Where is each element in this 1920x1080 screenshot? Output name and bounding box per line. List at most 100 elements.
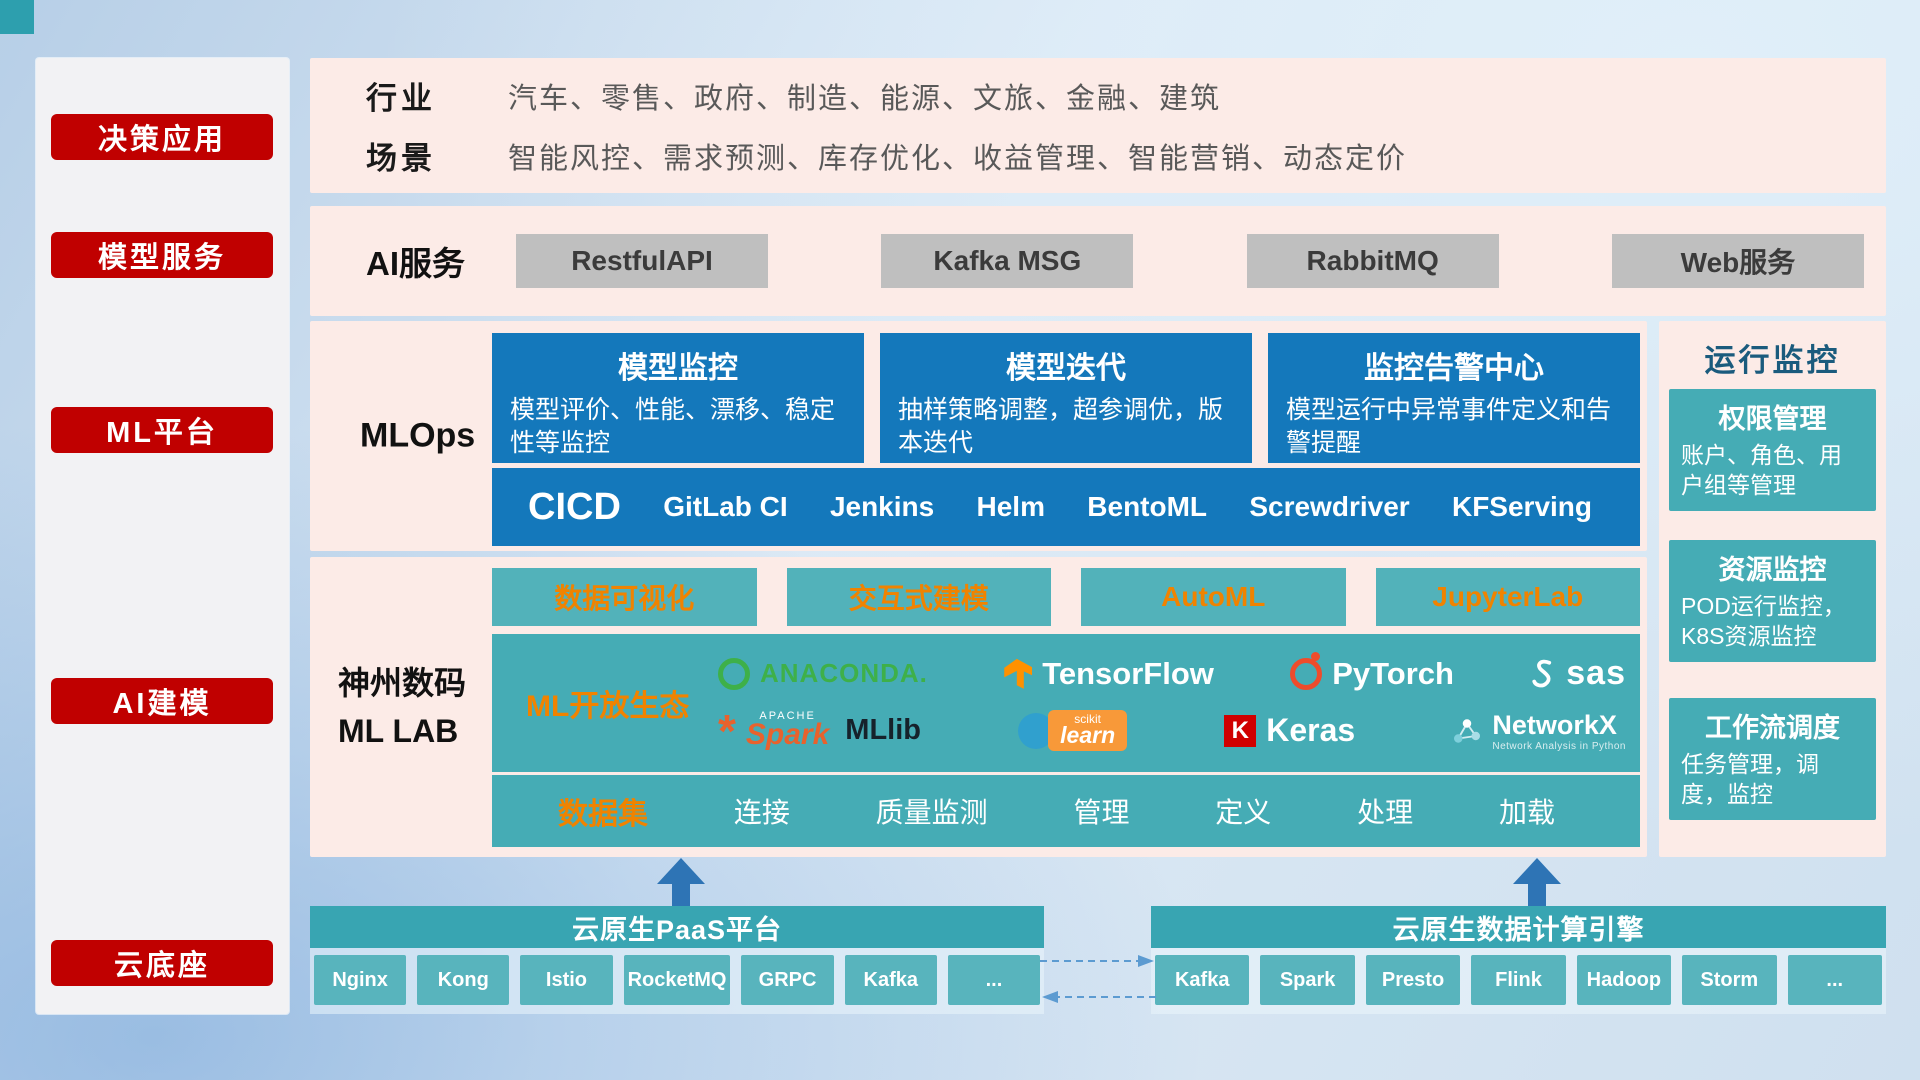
networkx-subtitle: Network Analysis in Python: [1492, 740, 1626, 752]
anaconda-label: ANACONDA.: [760, 658, 928, 689]
mllab-label: 神州数码 ML LAB: [338, 659, 493, 755]
card-title: 资源监控: [1718, 555, 1827, 585]
kafka-chip[interactable]: Kafka: [1155, 955, 1250, 1005]
cloud-paas-banner: 云原生PaaS平台: [310, 906, 1044, 948]
ecosystem-label: ML开放生态: [526, 690, 690, 723]
kong-chip[interactable]: Kong: [417, 955, 510, 1005]
bentoml-item: BentoML: [1087, 491, 1208, 522]
keras-logo: K Keras: [1224, 712, 1355, 749]
dataset-item-load: 加载: [1498, 797, 1555, 828]
up-arrow-icon: [1513, 858, 1561, 906]
industry-text: 汽车、零售、政府、制造、能源、文旅、金融、建筑: [508, 82, 1222, 115]
card-title: 模型监控: [618, 352, 738, 385]
industry-label: 行业: [366, 81, 436, 116]
learn-label: learn: [1060, 722, 1116, 749]
card-title: 权限管理: [1718, 404, 1827, 434]
interactive-modeling-button[interactable]: 交互式建模: [786, 568, 1051, 626]
jenkins-item: Jenkins: [829, 491, 935, 522]
mllab-panel: 神州数码 ML LAB 数据可视化 交互式建模 AutoML JupyterLa…: [310, 557, 1647, 857]
kafka-chip[interactable]: Kafka: [844, 955, 937, 1005]
automl-button[interactable]: AutoML: [1081, 568, 1346, 626]
web-service-button[interactable]: Web服务: [1611, 234, 1864, 288]
alert-center-card: 监控告警中心 模型运行中异常事件定义和告警提醒: [1268, 333, 1640, 463]
resource-monitor-card: 资源监控 POD运行监控，K8S资源监控: [1669, 540, 1876, 662]
spark-mllib-logo: * APACHE Spark MLlib: [718, 704, 921, 757]
spark-label: Spark: [745, 717, 830, 751]
pytorch-logo: PyTorch: [1290, 651, 1454, 692]
ai-service-label: AI服务: [366, 245, 465, 282]
corner-accent: [0, 0, 34, 34]
spark-wordmark: APACHE Spark: [746, 710, 829, 752]
runtime-monitor-title: 运行监控: [1704, 343, 1841, 378]
sidebar-item-decision-apps[interactable]: 决策应用: [51, 114, 273, 160]
mlops-panel: MLOps 模型监控 模型评价、性能、漂移、稳定性等监控 模型迭代 抽样策略调整…: [310, 321, 1647, 551]
rabbitmq-button[interactable]: RabbitMQ: [1246, 234, 1499, 288]
scikit-learn-badge: scikit learn: [1048, 710, 1128, 752]
scene-label: 场景: [366, 141, 436, 176]
card-desc: POD运行监控，K8S资源监控: [1681, 593, 1846, 649]
keras-label: Keras: [1266, 712, 1356, 749]
sas-label: sas: [1566, 654, 1626, 693]
card-desc: 模型运行中异常事件定义和告警提醒: [1286, 396, 1612, 457]
istio-chip[interactable]: Istio: [520, 955, 613, 1005]
grpc-chip[interactable]: GRPC: [741, 955, 834, 1005]
dataflow-dashed-arrows: [1040, 955, 1156, 1003]
data-visualization-button[interactable]: 数据可视化: [492, 568, 757, 626]
spark-icon: *: [718, 704, 736, 757]
keras-icon: K: [1224, 714, 1257, 747]
dataset-item-quality: 质量监测: [875, 797, 988, 828]
presto-chip[interactable]: Presto: [1365, 955, 1461, 1005]
mllib-label: MLlib: [845, 714, 921, 747]
more-chip[interactable]: ...: [947, 955, 1041, 1005]
runtime-monitor-panel: 运行监控 权限管理 账户、角色、用户组等管理 资源监控 POD运行监控，K8S资…: [1659, 321, 1886, 857]
cicd-bar: CICD GitLab CI Jenkins Helm BentoML Scre…: [492, 468, 1640, 546]
dataset-item-process: 处理: [1357, 797, 1414, 828]
ai-service-buttons: RestfulAPI Kafka MSG RabbitMQ Web服务: [516, 234, 1864, 288]
dataset-bar: 数据集 连接 质量监测 管理 定义 处理 加载: [492, 775, 1640, 847]
kfserving-item: KFServing: [1451, 491, 1592, 522]
hadoop-chip[interactable]: Hadoop: [1576, 955, 1672, 1005]
tensorflow-logo: TensorFlow: [1004, 656, 1214, 692]
pytorch-icon: [1290, 651, 1323, 690]
ecosystem-logos: ANACONDA. TensorFlow PyTorch sas: [718, 638, 1626, 768]
jupyterlab-button[interactable]: JupyterLab: [1375, 568, 1640, 626]
ai-service-panel: AI服务 RestfulAPI Kafka MSG RabbitMQ Web服务: [310, 206, 1886, 316]
flink-chip[interactable]: Flink: [1471, 955, 1566, 1005]
sidebar-item-ml-platform[interactable]: ML平台: [51, 407, 273, 453]
mllab-label-line1: 神州数码: [338, 665, 467, 701]
scene-line: 场景 智能风控、需求预测、库存优化、收益管理、智能营销、动态定价: [366, 133, 1886, 178]
sidebar-item-cloud-base[interactable]: 云底座: [51, 940, 273, 986]
scene-text: 智能风控、需求预测、库存优化、收益管理、智能营销、动态定价: [508, 142, 1408, 175]
nginx-chip[interactable]: Nginx: [314, 955, 407, 1005]
apache-label: APACHE: [759, 709, 816, 722]
sidebar-item-ai-modeling[interactable]: AI建模: [51, 678, 273, 724]
sidebar: 决策应用 模型服务 ML平台 AI建模 云底座: [36, 58, 289, 1014]
paas-components: Nginx Kong Istio RocketMQ GRPC Kafka ...: [314, 955, 1041, 1007]
data-engine-banner: 云原生数据计算引擎: [1151, 906, 1886, 948]
logo-row-2: * APACHE Spark MLlib scikit learn: [718, 704, 1626, 757]
anaconda-icon: [718, 657, 750, 690]
dataset-item-define: 定义: [1215, 797, 1272, 828]
sas-logo: sas: [1530, 654, 1626, 693]
more-chip[interactable]: ...: [1787, 955, 1882, 1005]
anaconda-logo: ANACONDA.: [718, 657, 928, 690]
card-desc: 任务管理，调度，监控: [1681, 751, 1819, 807]
spark-chip[interactable]: Spark: [1260, 955, 1355, 1005]
up-arrow-icon: [657, 858, 705, 906]
screwdriver-item: Screwdriver: [1249, 491, 1410, 522]
kafka-msg-button[interactable]: Kafka MSG: [881, 234, 1134, 288]
gitlab-ci-item: GitLab CI: [663, 491, 788, 522]
scikit-label: scikit: [1074, 712, 1101, 727]
industry-line: 行业 汽车、零售、政府、制造、能源、文旅、金融、建筑: [366, 73, 1886, 118]
pytorch-label: PyTorch: [1332, 655, 1454, 691]
scikit-learn-logo: scikit learn: [1018, 710, 1128, 752]
card-desc: 账户、角色、用户组等管理: [1681, 442, 1842, 498]
restfulapi-button[interactable]: RestfulAPI: [516, 234, 768, 288]
sidebar-item-model-service[interactable]: 模型服务: [51, 232, 273, 278]
cicd-label: CICD: [528, 485, 621, 528]
dataset-item-manage: 管理: [1073, 797, 1130, 828]
storm-chip[interactable]: Storm: [1682, 955, 1777, 1005]
rocketmq-chip[interactable]: RocketMQ: [623, 955, 731, 1005]
card-title: 模型迭代: [1006, 352, 1126, 385]
logo-row-1: ANACONDA. TensorFlow PyTorch sas: [718, 651, 1626, 693]
